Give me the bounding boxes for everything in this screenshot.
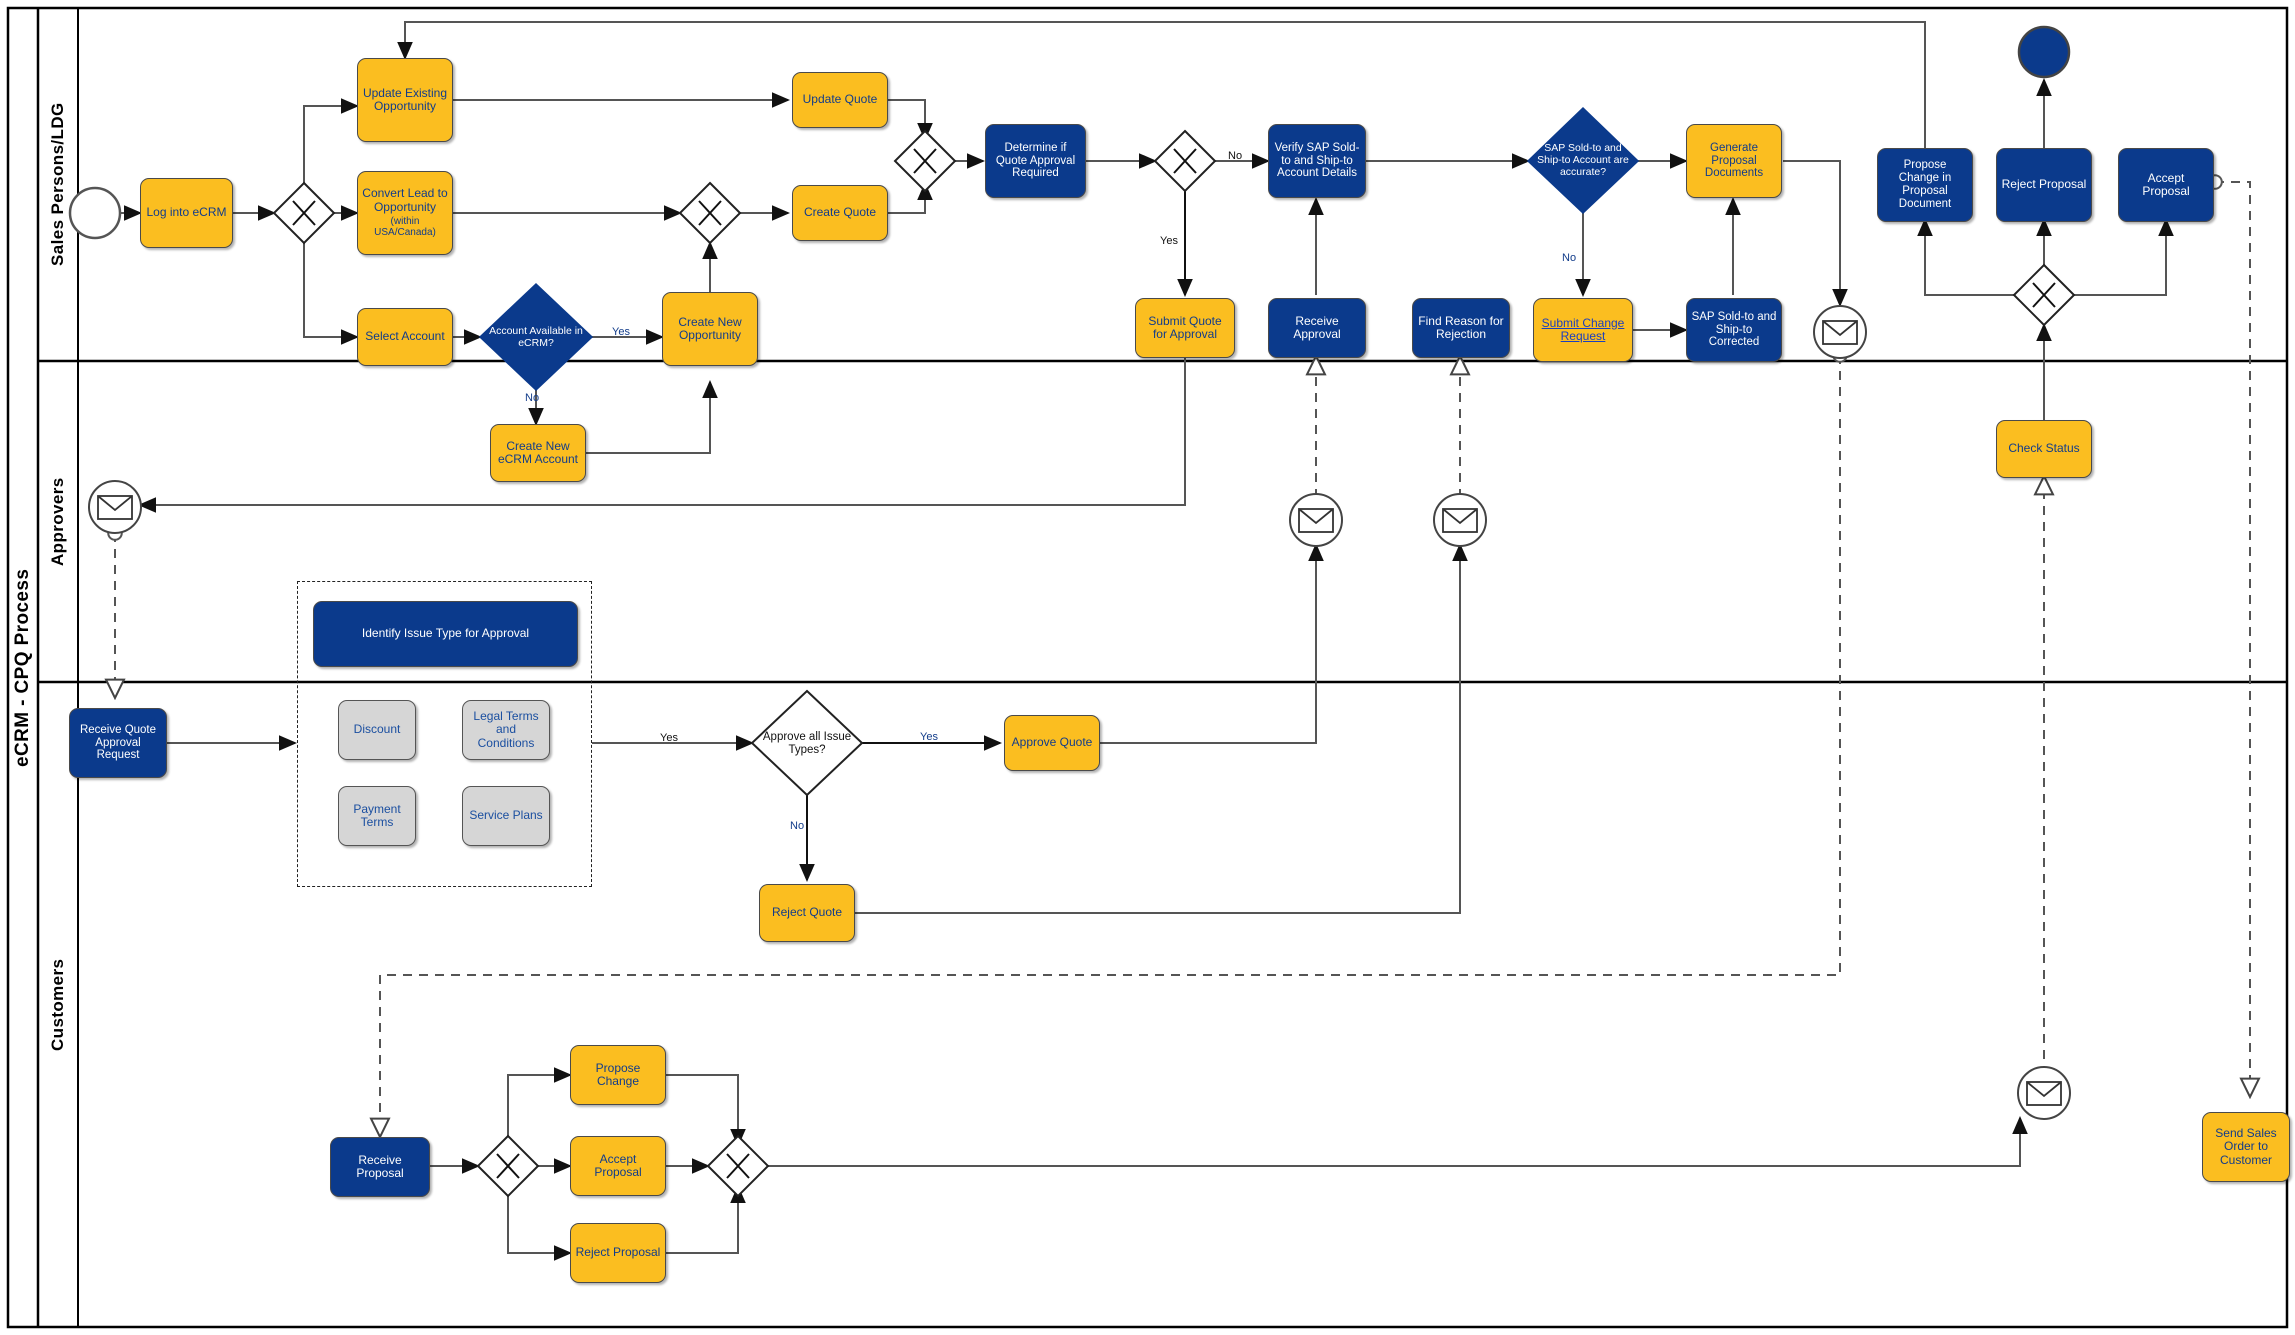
task-generate-proposal-documents[interactable]: Generate Proposal Documents (1686, 124, 1782, 198)
issue-type-service-plans[interactable]: Service Plans (462, 786, 550, 846)
task-sap-sold-to-and-ship-to-corrected[interactable]: SAP Sold-to and Ship-to Corrected (1686, 298, 1782, 362)
flow-label-account-yes: Yes (612, 326, 630, 338)
task-propose-change[interactable]: Propose Change (570, 1045, 666, 1105)
task-accept-proposal-sales[interactable]: Accept Proposal (2118, 148, 2214, 222)
task-create-new-ecrm-account[interactable]: Create New eCRM Account (490, 424, 586, 482)
flow-label-approve-yes: Yes (920, 731, 938, 743)
lane-label-sales: Sales Persons/LDG (38, 8, 78, 361)
task-send-sales-order-to-customer[interactable]: Send Sales Order to Customer (2202, 1112, 2290, 1182)
task-convert-lead-subtitle: (within USA/Canada) (374, 216, 436, 239)
task-approve-quote[interactable]: Approve Quote (1004, 715, 1100, 771)
gateway-sap-accounts-accurate[interactable]: SAP Sold-to and Ship-to Account are accu… (1537, 142, 1629, 178)
lane-label-approvers: Approvers (38, 361, 78, 682)
task-propose-change-in-proposal-document[interactable]: Propose Change in Proposal Document (1877, 148, 1973, 222)
issue-type-discount[interactable]: Discount (338, 700, 416, 760)
task-determine-if-quote-approval-required[interactable]: Determine if Quote Approval Required (985, 124, 1086, 198)
task-create-new-opportunity[interactable]: Create New Opportunity (662, 292, 758, 366)
task-receive-approval[interactable]: Receive Approval (1268, 298, 1366, 358)
flow-label-account-no: No (525, 392, 540, 404)
pool-label-text: eCRM - CPQ Process (12, 568, 33, 767)
flow-label-approval-no: No (1228, 150, 1243, 162)
pool-label: eCRM - CPQ Process (8, 8, 38, 1327)
gateway-account-available-in-ecrm[interactable]: Account Available in eCRM? (489, 325, 583, 349)
task-reject-quote[interactable]: Reject Quote (759, 884, 855, 942)
task-submit-change-request[interactable]: Submit Change Request (1533, 298, 1633, 362)
task-verify-sap-sold-to-and-ship-to[interactable]: Verify SAP Sold-to and Ship-to Account D… (1268, 124, 1366, 198)
task-log-into-ecrm[interactable]: Log into eCRM (140, 178, 233, 248)
task-submit-quote-for-approval[interactable]: Submit Quote for Approval (1135, 298, 1235, 358)
flow-label-sap-no: No (1562, 252, 1577, 264)
task-select-account[interactable]: Select Account (357, 308, 453, 366)
flow-label-approval-yes: Yes (1160, 235, 1178, 247)
issue-type-group (297, 581, 592, 887)
task-receive-proposal[interactable]: Receive Proposal (330, 1137, 430, 1197)
task-find-reason-for-rejection[interactable]: Find Reason for Rejection (1412, 298, 1510, 358)
issue-type-payment-terms[interactable]: Payment Terms (338, 786, 416, 846)
task-receive-quote-approval-request[interactable]: Receive Quote Approval Request (69, 708, 167, 778)
task-reject-proposal-sales[interactable]: Reject Proposal (1996, 148, 2092, 222)
flow-label-group-yes: Yes (660, 732, 678, 744)
task-check-status[interactable]: Check Status (1996, 420, 2092, 478)
task-reject-proposal-customer[interactable]: Reject Proposal (570, 1223, 666, 1283)
task-convert-lead-to-opportunity[interactable]: Convert Lead to Opportunity (within USA/… (357, 171, 453, 255)
task-identify-issue-type-for-approval[interactable]: Identify Issue Type for Approval (313, 601, 578, 667)
lane-label-customers-text: Customers (48, 958, 67, 1051)
lane-label-approvers-text: Approvers (48, 477, 67, 566)
flow-label-approve-no: No (790, 820, 805, 832)
issue-type-legal-terms-and-conditions[interactable]: Legal Terms and Conditions (462, 700, 550, 760)
task-accept-proposal-customer[interactable]: Accept Proposal (570, 1136, 666, 1196)
task-update-existing-opportunity[interactable]: Update Existing Opportunity (357, 58, 453, 142)
gateway-approve-all-issue-types[interactable]: Approve all Issue Types? (762, 731, 852, 756)
lane-label-sales-text: Sales Persons/LDG (48, 102, 67, 267)
lane-label-customers: Customers (38, 682, 78, 1327)
task-update-quote[interactable]: Update Quote (792, 72, 888, 128)
task-create-quote[interactable]: Create Quote (792, 185, 888, 241)
